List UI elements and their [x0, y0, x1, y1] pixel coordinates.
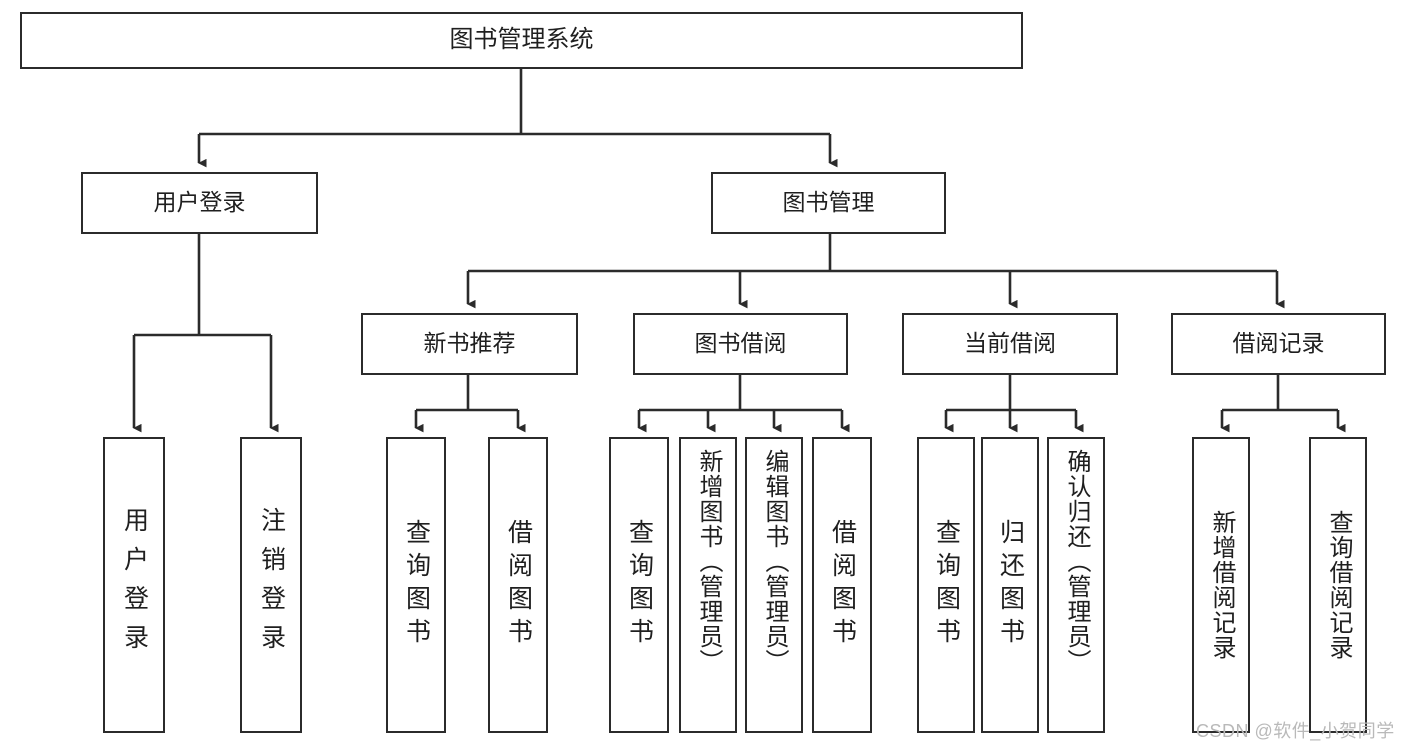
- leaf-add-record[interactable]: 新增借阅记录: [1192, 437, 1250, 733]
- node-label: 查询图书: [932, 519, 961, 651]
- node-label: 用户登录: [153, 189, 246, 216]
- node-label: 用户登录: [120, 507, 149, 663]
- leaf-edit-book[interactable]: 编辑图书（管理员）: [745, 437, 803, 733]
- node-book-manage[interactable]: 图书管理: [711, 172, 946, 234]
- node-label: 新书推荐: [423, 330, 516, 357]
- node-label: 注销登录: [257, 507, 286, 663]
- node-label: 编辑图书（管理员）: [761, 449, 788, 674]
- watermark-text: CSDN @软件_小贺同学: [1196, 721, 1395, 741]
- node-label: 查询图书: [402, 519, 431, 651]
- node-borrow-record[interactable]: 借阅记录: [1171, 313, 1386, 375]
- node-current-borrow[interactable]: 当前借阅: [902, 313, 1118, 375]
- leaf-query-record[interactable]: 查询借阅记录: [1309, 437, 1367, 733]
- node-label: 借阅图书: [828, 519, 857, 651]
- node-user-login[interactable]: 用户登录: [81, 172, 318, 234]
- node-book-borrow[interactable]: 图书借阅: [633, 313, 848, 375]
- node-label: 图书借阅: [694, 330, 787, 357]
- node-label: 确认归还（管理员）: [1063, 449, 1090, 674]
- node-label: 新增借阅记录: [1208, 510, 1235, 660]
- leaf-query-book-3[interactable]: 查询图书: [917, 437, 975, 733]
- node-label: 查询借阅记录: [1325, 510, 1352, 660]
- node-label: 图书管理: [782, 189, 875, 216]
- leaf-query-book-2[interactable]: 查询图书: [609, 437, 669, 733]
- node-new-book-recommend[interactable]: 新书推荐: [361, 313, 578, 375]
- node-label: 当前借阅: [964, 330, 1056, 357]
- node-root-system[interactable]: 图书管理系统: [20, 12, 1023, 69]
- leaf-borrow-book-2[interactable]: 借阅图书: [812, 437, 872, 733]
- node-label: 查询图书: [625, 519, 654, 651]
- node-label: 新增图书（管理员）: [695, 449, 722, 674]
- leaf-add-book[interactable]: 新增图书（管理员）: [679, 437, 737, 733]
- leaf-confirm-return[interactable]: 确认归还（管理员）: [1047, 437, 1105, 733]
- leaf-user-logout[interactable]: 注销登录: [240, 437, 302, 733]
- node-label: 借阅记录: [1232, 330, 1325, 357]
- leaf-borrow-book-1[interactable]: 借阅图书: [488, 437, 548, 733]
- leaf-query-book-1[interactable]: 查询图书: [386, 437, 446, 733]
- node-label: 归还图书: [996, 519, 1025, 651]
- leaf-user-login[interactable]: 用户登录: [103, 437, 165, 733]
- node-label: 图书管理系统: [449, 26, 594, 54]
- leaf-return-book[interactable]: 归还图书: [981, 437, 1039, 733]
- node-label: 借阅图书: [504, 519, 533, 651]
